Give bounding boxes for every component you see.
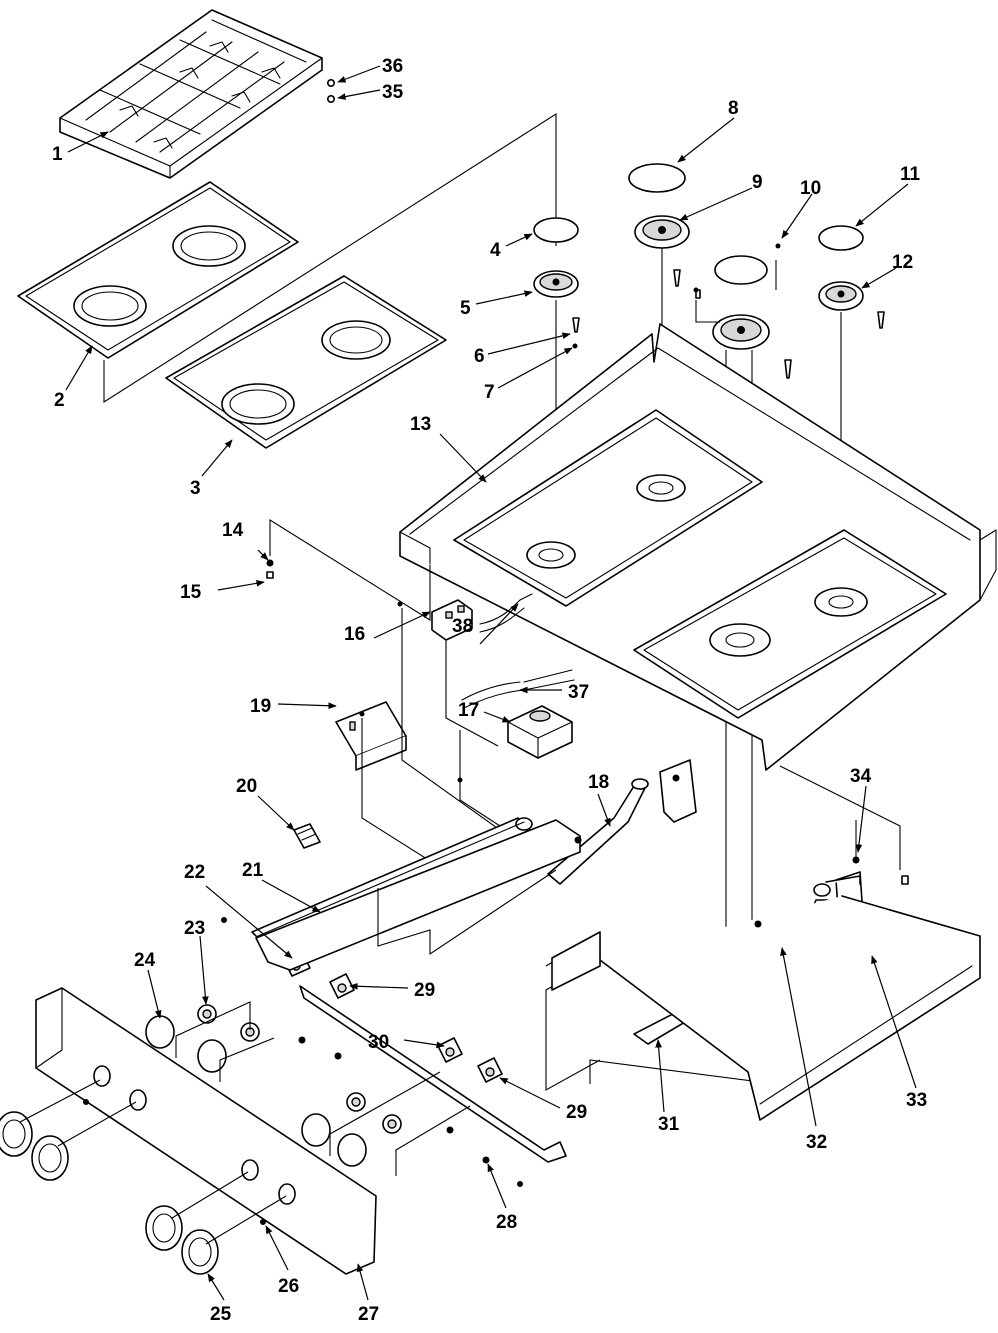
callout-4: 4 [490, 240, 501, 261]
grate-bumpers [326, 79, 335, 104]
burner-box-center [165, 275, 447, 449]
callout-26: 26 [278, 1276, 299, 1297]
callout-24: 24 [134, 950, 156, 971]
callout-33: 33 [906, 1090, 927, 1111]
guide-panel [551, 931, 601, 991]
knob-gasket-24 [145, 1015, 367, 1167]
burner-cap-center [714, 255, 768, 285]
callout-37: 37 [568, 682, 589, 703]
callout-29b: 29 [566, 1102, 587, 1123]
valve-rail-upper [255, 819, 581, 971]
callout-30: 30 [368, 1032, 389, 1053]
callout-29a: 29 [414, 980, 435, 1001]
callout-38: 38 [452, 616, 473, 637]
callout-13: 13 [410, 414, 431, 435]
callout-22: 22 [184, 862, 205, 883]
burner-head-12 [818, 281, 864, 311]
screw-14-15 [266, 559, 274, 579]
callout-21: 21 [242, 860, 264, 881]
terminal-block [431, 599, 473, 641]
callout-3: 3 [190, 478, 201, 499]
burner-head-5 [533, 270, 579, 298]
wire-38 [479, 593, 533, 633]
callout-8: 8 [728, 98, 739, 119]
bracket-19 [335, 701, 407, 771]
grate [59, 9, 323, 179]
callout-11: 11 [900, 164, 921, 185]
burner-head-center [712, 314, 770, 350]
electrode-6 [572, 317, 580, 333]
callout-leaders [65, 65, 917, 1301]
callout-14: 14 [222, 520, 244, 541]
burner-cap-11 [818, 225, 864, 251]
callout-7: 7 [484, 382, 495, 403]
callout-12: 12 [892, 252, 913, 273]
burner-cap-4 [533, 217, 579, 243]
callout-15: 15 [180, 582, 202, 603]
valve-30 [437, 1037, 463, 1063]
burner-box-left [17, 181, 299, 359]
callout-2: 2 [54, 390, 65, 411]
callout-34: 34 [850, 766, 872, 787]
callout-6: 6 [474, 346, 485, 367]
callout-5: 5 [460, 298, 471, 319]
manifold-tube-18 [547, 759, 697, 885]
callout-27: 27 [358, 1304, 379, 1325]
burner-cap-8 [628, 163, 686, 193]
callout-1: 1 [52, 144, 63, 165]
screw-10 [775, 243, 781, 249]
fitting-20 [293, 823, 321, 849]
valve-rail-lower [299, 985, 567, 1163]
callout-9: 9 [752, 172, 763, 193]
valve-29-lower [477, 1057, 503, 1083]
callout-25: 25 [210, 1304, 232, 1325]
callout-28: 28 [496, 1212, 517, 1233]
valve-29-upper [329, 973, 355, 999]
screw-7 [572, 343, 578, 349]
callout-36: 36 [382, 56, 403, 77]
knob-spindle-23 [197, 1004, 402, 1134]
callout-23: 23 [184, 918, 205, 939]
regulator [507, 705, 573, 759]
wire-37 [461, 669, 575, 709]
callout-35: 35 [382, 82, 404, 103]
electrode-center [784, 359, 792, 379]
callout-32: 32 [806, 1132, 827, 1153]
base-panel [599, 895, 981, 1121]
electrode-upper [673, 269, 681, 287]
callout-10: 10 [800, 178, 821, 199]
callout-18: 18 [588, 772, 609, 793]
callout-16: 16 [344, 624, 365, 645]
screws-misc [83, 287, 762, 1225]
cooktop [399, 323, 997, 771]
callout-20: 20 [236, 776, 257, 797]
burner-head-9 [634, 215, 690, 249]
callout-31: 31 [658, 1114, 680, 1135]
callout-19: 19 [250, 696, 271, 717]
electrode-12 [877, 311, 885, 329]
callout-17: 17 [458, 700, 479, 721]
callout-labels: 1 36 35 2 3 4 5 6 7 8 9 10 11 12 13 14 1… [52, 56, 927, 1325]
